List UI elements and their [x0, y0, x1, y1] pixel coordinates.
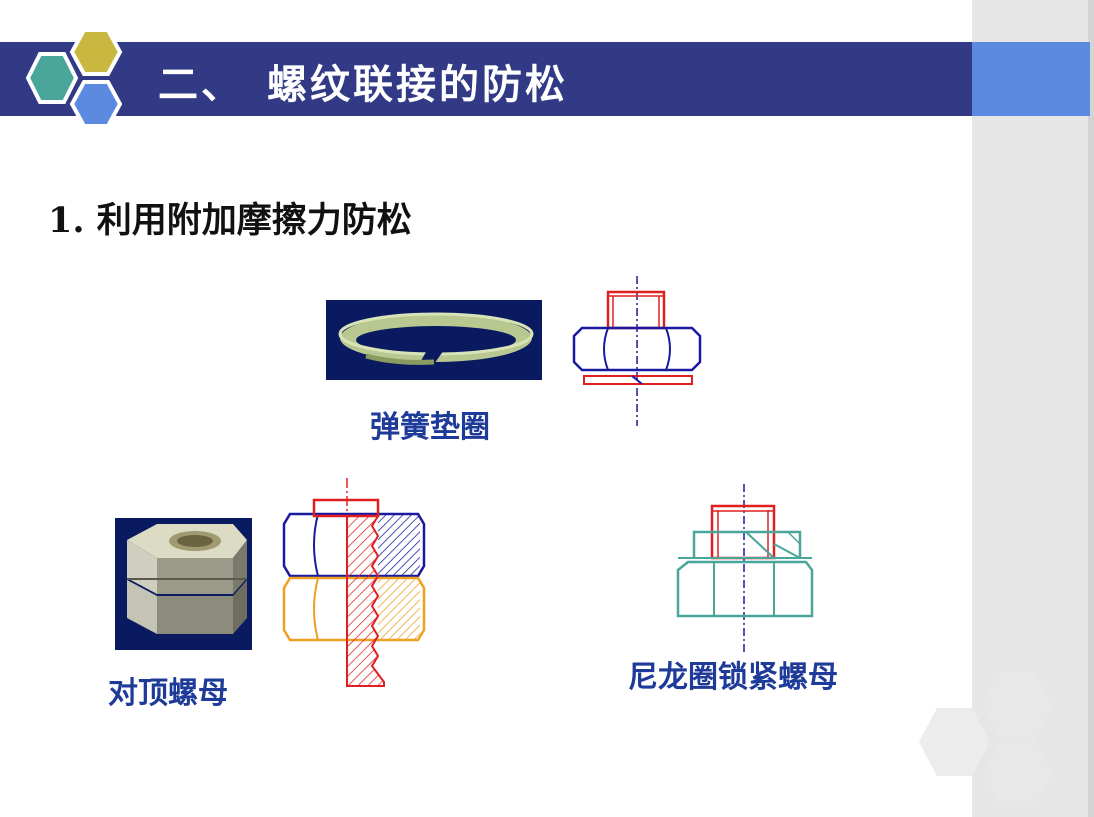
- spring-washer-caption: 弹簧垫圈: [370, 410, 490, 445]
- hexagon-blue: [69, 80, 123, 128]
- spring-washer-photo: [326, 300, 542, 380]
- title-bar-accent: [972, 42, 1090, 116]
- spring-washer-drawing: [572, 276, 702, 426]
- double-nut-drawing: [282, 478, 426, 688]
- nylon-lock-nut-drawing: [676, 484, 814, 652]
- hexagon-teal: [25, 52, 79, 104]
- double-nut-photo: [115, 518, 252, 650]
- nylon-nut-caption: 尼龙圈锁紧螺母: [628, 660, 838, 695]
- right-side-stripe: [1088, 0, 1094, 817]
- hexagon-logo-icon: [25, 28, 123, 128]
- title-bar: [0, 42, 972, 116]
- hexagon-yellow: [69, 28, 123, 76]
- slide-title: 二、 螺纹联接的防松: [158, 61, 568, 108]
- decorative-hexagons-icon: [919, 672, 1053, 806]
- section-subtitle: 1. 利用附加摩擦力防松: [48, 200, 412, 241]
- double-nut-caption: 对顶螺母: [108, 676, 228, 711]
